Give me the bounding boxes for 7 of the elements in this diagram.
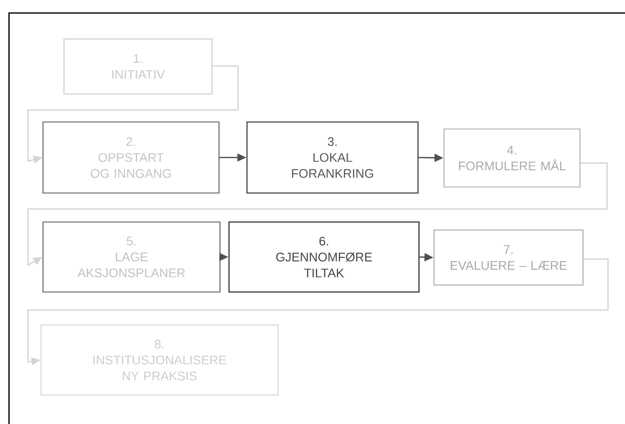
step-box: 3. LOKAL FORANKRING [246,121,419,194]
arrow [27,162,608,266]
step-box: 6. GJENNOMFØRE TILTAK [228,221,420,293]
step-box: 2. OPPSTART OG INNGANG [42,121,220,194]
step-box: 5. LAGE AKSJONSPLANER [42,221,221,293]
step-box: 7. EVALUERE – LÆRE [433,229,584,286]
step-box: 4. FORMULERE MÅL [443,128,581,188]
